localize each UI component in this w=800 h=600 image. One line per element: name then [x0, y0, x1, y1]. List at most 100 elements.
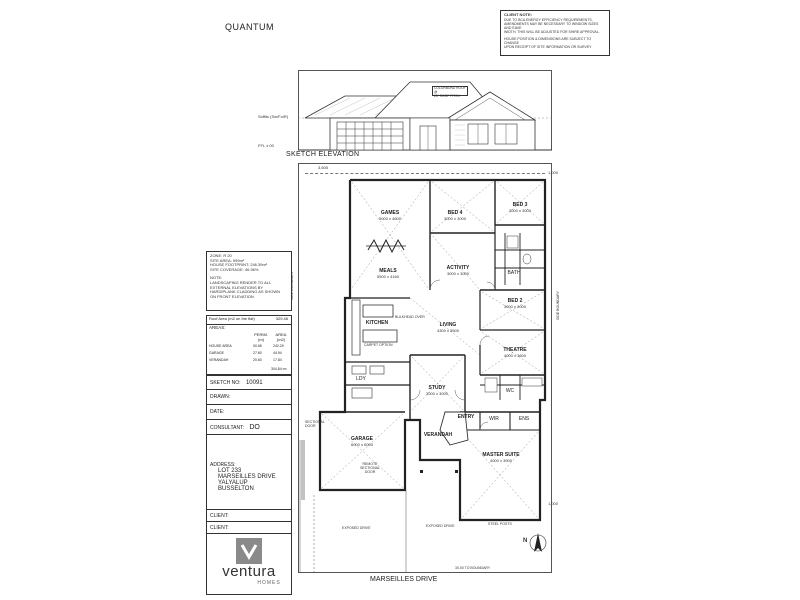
areas-col2: AREA (m2) — [271, 332, 291, 342]
site-note-line: NOTE: — [210, 275, 223, 281]
room-kitchen-name: KITCHEN — [365, 320, 389, 326]
roof-area-value: 329.46 — [275, 316, 288, 321]
room-master-suite: MASTER SUITE 4000 x 3900 — [478, 452, 524, 464]
ventura-logo: ventura HOMES — [207, 536, 291, 594]
room-entry-name: ENTRY — [457, 414, 475, 420]
areas-row-perim: 27.60 — [253, 351, 262, 355]
date-row: DATE: — [207, 405, 291, 420]
note-setback: 1,000 — [548, 170, 559, 175]
consultant-value: DO — [249, 424, 260, 431]
note-driveway-1: EXPOSED DRIVE — [342, 526, 371, 530]
room-bed2-size: 3000 x 3000 — [503, 304, 527, 309]
site-info-box: ZONE: R 20 SITE AREA: 599m² HOUSE FOOTPR… — [206, 251, 292, 311]
lot-boundary — [551, 163, 552, 573]
lot-boundary — [298, 572, 552, 573]
room-games: GAMES 5000 x 4600 — [360, 210, 420, 222]
sketch-no-label: SKETCH NO: — [210, 380, 241, 386]
drawn-row: DRAWN: — [207, 390, 291, 405]
room-games-name: GAMES — [380, 210, 400, 216]
note-carpet: CARPET OPTION — [364, 343, 393, 347]
room-games-size: 5000 x 4600 — [378, 216, 402, 221]
client-label: CLIENT: — [210, 525, 229, 531]
areas-row-name: VERANDAH — [209, 358, 229, 362]
room-master-name: MASTER SUITE — [482, 452, 520, 458]
consultant-label: CONSULTANT: — [210, 425, 244, 431]
client-note-box: CLIENT NOTE: DUE TO BCA ENERGY EFFICIENC… — [500, 10, 610, 56]
note-steel-posts: STEEL POSTS — [488, 522, 512, 526]
address-line: BUSSELTON — [218, 486, 254, 492]
sketch-no-value: 10091 — [245, 380, 263, 386]
areas-row: GARAGE 27.60 44.94 — [209, 351, 289, 355]
room-bed3: BED 3 3000 x 3000 — [500, 202, 540, 214]
room-entry: ENTRY — [456, 414, 476, 420]
ffl-value: ± 00 — [266, 143, 274, 148]
room-bed4: BED 4 3000 x 3000 — [435, 210, 475, 222]
note-sectional-door: SECTIONAL DOOR — [305, 420, 325, 429]
room-study-name: STUDY — [428, 385, 446, 391]
north-symbol: N — [523, 538, 528, 544]
client-note-line: DUE TO BCA ENERGY EFFICIENCY REQUIREMENT… — [504, 17, 593, 22]
site-note-line: LANDSCAPING RENDER TO ALL — [210, 279, 272, 285]
drawing-title: QUANTUM — [225, 22, 274, 32]
site-note-line: HARDIPLANK CLADDING AS SHOWN — [210, 289, 281, 295]
street-note: 30.00 TO BOUNDARY — [455, 566, 491, 570]
areas-heading: AREAS: — [209, 325, 226, 330]
room-bed3-size: 3000 x 3000 — [508, 208, 532, 213]
areas-row-perim: 20.60 — [253, 358, 262, 362]
client-row-1: CLIENT: — [207, 510, 291, 522]
room-ens: ENS — [518, 416, 530, 422]
room-study-size: 3000 x 3000 — [425, 391, 449, 396]
areas-table: Roof Area (m2 on the flat) 329.46 AREAS:… — [206, 315, 292, 375]
soffit-label: Soffits (Sw/Fo/R) — [258, 114, 289, 119]
room-bed4-name: BED 4 — [447, 210, 463, 216]
title-block: SKETCH NO: 10091 DRAWN: DATE: CONSULTANT… — [206, 375, 292, 595]
client-note-line: HOUSE POSITION & DIMENSIONS ARE SUBJECT … — [504, 36, 592, 45]
areas-row-perim: 90.65 — [253, 344, 262, 348]
room-garage-size: 6000 x 6000 — [350, 442, 374, 447]
room-verandah: VERANDAH — [418, 432, 458, 438]
roof-note-box: COLORBOND ROOF @ 25º ROOF PITCH — [432, 86, 468, 97]
dimension-line — [305, 173, 545, 174]
room-living: LIVING 4300 x 5500 — [428, 322, 468, 334]
roof-area-label: Roof Area (m2 on the flat) — [209, 316, 255, 321]
areas-row-area: 17.84 — [273, 358, 282, 362]
logo-wordmark: ventura — [222, 563, 276, 580]
sheet-border — [298, 70, 552, 71]
areas-row-name: GARAGE — [209, 351, 224, 355]
room-wir: WIR — [489, 416, 499, 422]
areas-row-area: 44.94 — [273, 351, 282, 355]
areas-total: 304.84 m² — [271, 367, 287, 371]
room-meals-size: 5500 x 4160 — [376, 274, 400, 279]
note-driveway-2: EXPOSED DRIVE — [426, 524, 455, 528]
room-bed2-name: BED 2 — [507, 298, 523, 304]
ffl-label: FFL ± 00 — [258, 143, 274, 149]
consultant-row: CONSULTANT: DO — [207, 420, 291, 435]
site-note-line: EXTERNAL ELEVATIONS BY — [210, 284, 264, 290]
room-kitchen: KITCHEN — [360, 320, 394, 326]
areas-row-name: HOUSE AREA — [209, 344, 232, 348]
address-line: MARSEILLES DRIVE — [218, 474, 276, 480]
address-line: LOT 233 — [218, 468, 242, 474]
client-note-heading: CLIENT NOTE: — [504, 12, 532, 17]
room-activity-size: 3000 x 3000 — [446, 271, 470, 276]
areas-col1: PERIM. (m) — [251, 332, 271, 342]
client-label: CLIENT: — [210, 513, 229, 519]
roof-note: COLORBOND ROOF @ — [434, 86, 466, 94]
site-info-line: SITE AREA: 599m² — [210, 257, 245, 263]
room-wc: WC — [505, 388, 515, 394]
drawn-label: DRAWN: — [210, 394, 231, 400]
roof-area-row: Roof Area (m2 on the flat) 329.46 — [207, 316, 291, 325]
room-ldy: LDY — [356, 376, 366, 382]
note-side-boundary-right: SIDE BOUNDARY — [556, 291, 560, 320]
site-info-line: ZONE: R 20 — [210, 253, 232, 258]
client-row-2: CLIENT: — [207, 522, 291, 534]
room-living-name: LIVING — [439, 322, 457, 328]
areas-row-area: 242.29 — [273, 344, 284, 348]
note-remote-door: REMOTE SECTIONAL DOOR — [360, 462, 380, 475]
sketch-no-row: SKETCH NO: 10091 — [207, 376, 291, 390]
sheet-border — [298, 70, 299, 150]
note-bulkhead: BULKHEAD OVER — [395, 315, 425, 319]
site-info-line: SITE COVERAGE: 46.96% — [210, 266, 259, 272]
